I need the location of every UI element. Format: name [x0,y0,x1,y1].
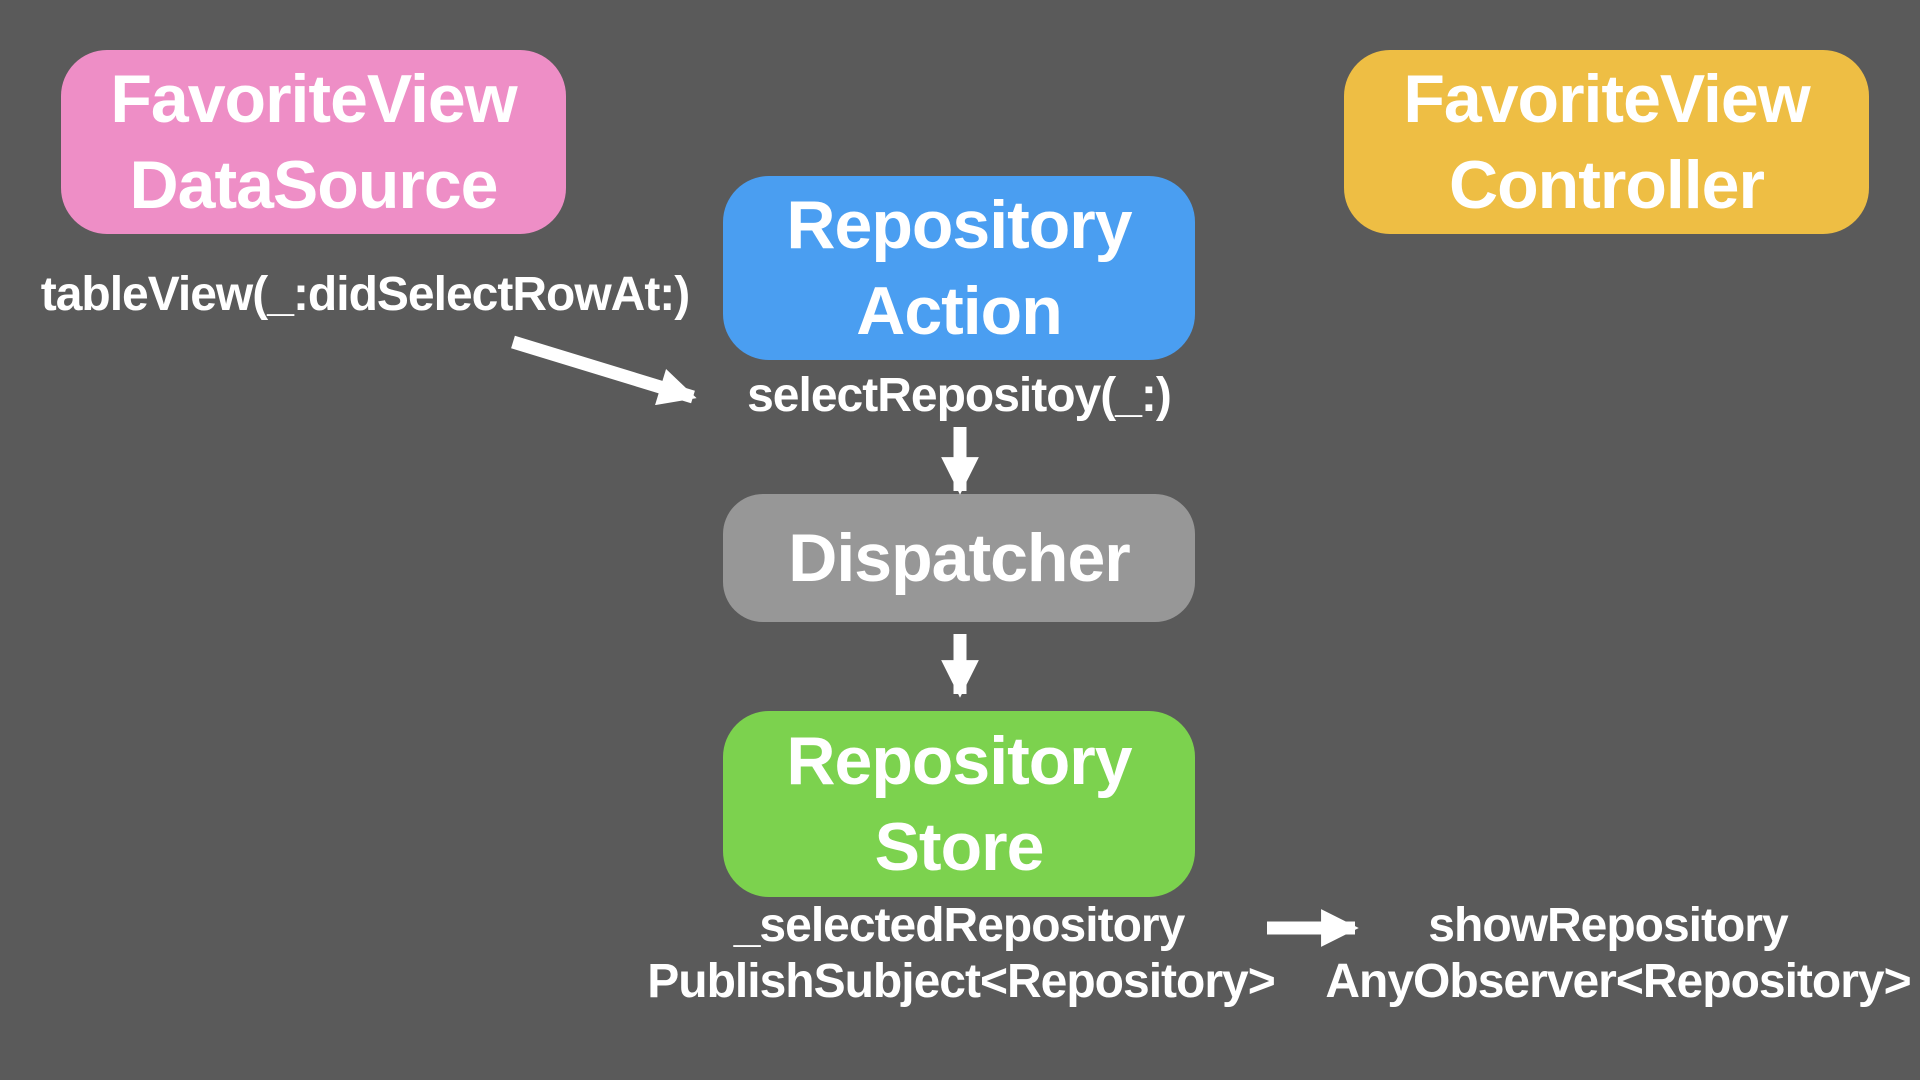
arrow-action-to-dispatcher [941,427,979,495]
arrow-dispatcher-to-store [941,634,979,698]
label-table-view-did-select-row: tableView(_:didSelectRowAt:) [40,268,691,321]
arrow-store-to-controller [1267,909,1359,947]
label-select-repository-method: selectRepositoy(_:) [747,369,1172,422]
node-repository-store: Repository Store [723,711,1195,897]
node-dispatcher: Dispatcher [723,494,1195,622]
label-publish-subject-type: PublishSubject<Repository> [647,955,1275,1008]
label-selected-repository-property: _selectedRepository [733,899,1186,952]
node-favorite-view-data-source: FavoriteView DataSource [61,50,566,234]
node-repository-action: Repository Action [723,176,1195,360]
arrow-did-select-to-action [511,335,697,406]
label-any-observer-type: AnyObserver<Repository> [1325,955,1911,1008]
label-show-repository-property: showRepository [1428,899,1788,952]
node-favorite-view-controller: FavoriteView Controller [1344,50,1869,234]
